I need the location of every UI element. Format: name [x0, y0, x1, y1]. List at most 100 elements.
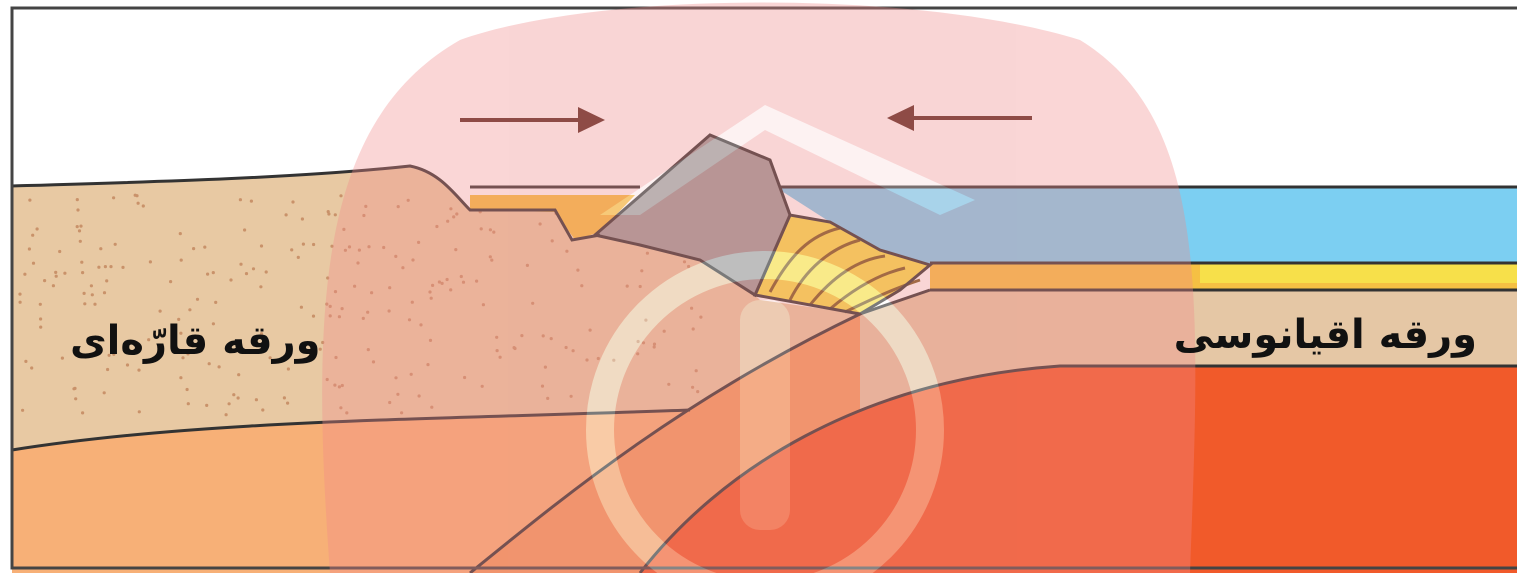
stipple-dot — [24, 359, 28, 363]
stipple-dot — [217, 365, 221, 369]
stipple-dot — [110, 349, 114, 353]
stipple-dot — [102, 291, 107, 295]
stipple-dot — [58, 249, 62, 254]
stipple-dot — [696, 390, 700, 394]
stipple-dot — [691, 327, 695, 331]
stipple-dot — [237, 373, 241, 377]
stipple-dot — [259, 285, 263, 289]
stipple-dot — [475, 279, 479, 283]
stipple-dot — [23, 272, 27, 276]
stipple-dot — [463, 375, 467, 380]
stipple-dot — [169, 280, 173, 284]
stipple-dot — [492, 230, 496, 234]
stipple-dot — [488, 255, 492, 259]
stipple-dot — [284, 213, 288, 217]
stipple-dot — [596, 356, 600, 361]
frame — [10, 6, 1517, 570]
stipple-dot — [236, 396, 240, 400]
stipple-dot — [328, 304, 332, 308]
stipple-dot — [192, 247, 196, 251]
stipple-dot — [333, 213, 337, 217]
stipple-dot — [550, 239, 554, 243]
stipple-dot — [89, 284, 93, 288]
ocean — [590, 187, 1517, 265]
stipple-dot — [340, 383, 344, 388]
stipple-dot — [667, 382, 671, 386]
stipple-dot — [328, 314, 332, 318]
stipple-dot — [549, 337, 553, 341]
stipple-dot — [113, 242, 117, 246]
stipple-dot — [81, 411, 85, 415]
stipple-dot — [75, 225, 79, 229]
stipple-dot — [538, 222, 542, 226]
stipple-dot — [652, 345, 656, 349]
stipple-dot — [260, 348, 264, 352]
stipple-dot — [340, 307, 344, 311]
stipple-dot — [106, 367, 110, 372]
stipple-dot — [362, 213, 366, 218]
stipple-dot — [520, 334, 524, 338]
stipple-dot — [300, 217, 304, 221]
stipple-dot — [43, 279, 47, 283]
stipple-dot — [179, 258, 183, 262]
stipple-dot — [60, 356, 64, 360]
stipple-dot — [82, 291, 86, 295]
stipple-dot — [54, 274, 58, 278]
stipple-dot — [353, 284, 357, 288]
stipple-dot — [580, 284, 584, 288]
stipple-dot — [435, 224, 439, 229]
stipple-dot — [691, 385, 695, 389]
stipple-dot — [214, 300, 218, 304]
stipple-dot — [342, 227, 346, 231]
oceanic-crust — [860, 290, 1517, 410]
stipple-dot — [39, 317, 43, 321]
stipple-dot — [645, 251, 650, 255]
stipple-dot — [409, 372, 413, 376]
stipple-dot — [268, 356, 272, 360]
stipple-dot — [495, 349, 499, 353]
stipple-dot — [203, 245, 207, 249]
stipple-dot — [525, 263, 530, 267]
stipple-dot — [299, 305, 303, 309]
stipple-dot — [105, 279, 109, 283]
stipple-dot — [345, 411, 349, 415]
stipple-dot — [177, 317, 181, 321]
stipple-dot — [445, 277, 449, 282]
stipple-dot — [81, 271, 85, 275]
stipple-dot — [264, 270, 268, 274]
stipple-dot — [396, 392, 400, 396]
stipple-dot — [158, 309, 162, 313]
stipple-dot — [254, 398, 258, 402]
stipple-dot — [79, 224, 83, 228]
stipple-dot — [371, 360, 376, 364]
stipple-dot — [83, 302, 87, 306]
stipple-dot — [428, 338, 433, 342]
stipple-dot — [430, 405, 434, 409]
stipple-dot — [461, 280, 466, 284]
stipple-dot — [291, 200, 295, 204]
stipple-dot — [543, 365, 548, 369]
stipple-dot — [357, 248, 361, 252]
stipple-dot — [406, 198, 410, 202]
stipple-dot — [366, 310, 370, 314]
stipple-dot — [97, 265, 101, 269]
stipple-dot — [141, 204, 145, 208]
stipple-dot — [541, 334, 545, 338]
stipple-dot — [93, 302, 97, 306]
wedge-folds — [768, 226, 921, 314]
stipple-dot — [251, 267, 256, 271]
stipple-dot — [356, 261, 360, 265]
stipple-dot — [652, 342, 657, 346]
stipple-dot — [330, 244, 334, 248]
stipple-dot — [662, 329, 666, 333]
stipple-dot — [325, 302, 329, 306]
stipple-dot — [18, 292, 22, 296]
mountain-block — [591, 133, 792, 298]
stipple-dot — [388, 400, 392, 405]
stipple-dot — [21, 408, 25, 412]
stipple-dot — [394, 254, 398, 258]
stipple-dot — [72, 387, 76, 391]
stipple-dot — [638, 284, 642, 289]
stipple-dot — [512, 346, 516, 350]
